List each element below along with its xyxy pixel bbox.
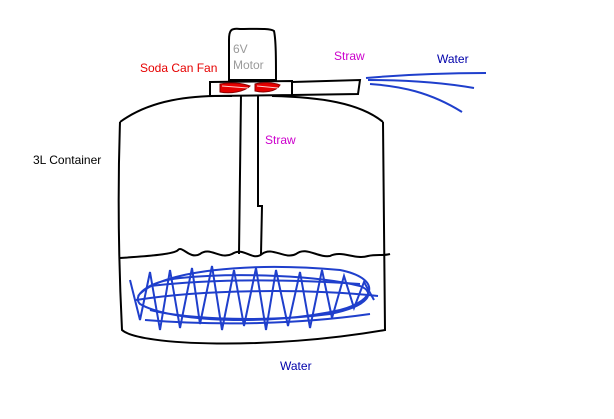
container-outline (117, 121, 387, 345)
container-label: 3L Container (33, 153, 102, 167)
soda-can-fan (219, 82, 281, 94)
container-shoulder-right (271, 95, 384, 123)
vertical-straw (238, 93, 264, 255)
motor-label: 6V Motor (233, 42, 264, 72)
water-scribble (129, 265, 379, 331)
straw-vertical-label: Straw (265, 133, 296, 147)
straw-top-label: Straw (334, 49, 365, 63)
container-shoulder-left (119, 94, 233, 123)
water-bottom-label: Water (280, 359, 312, 373)
water-spray-label: Water (437, 52, 469, 66)
motor-box (228, 27, 278, 81)
soda-can-fan-label: Soda Can Fan (140, 61, 218, 75)
horizontal-straw (291, 78, 362, 96)
water-surface (119, 247, 391, 259)
water-spray (365, 72, 487, 113)
